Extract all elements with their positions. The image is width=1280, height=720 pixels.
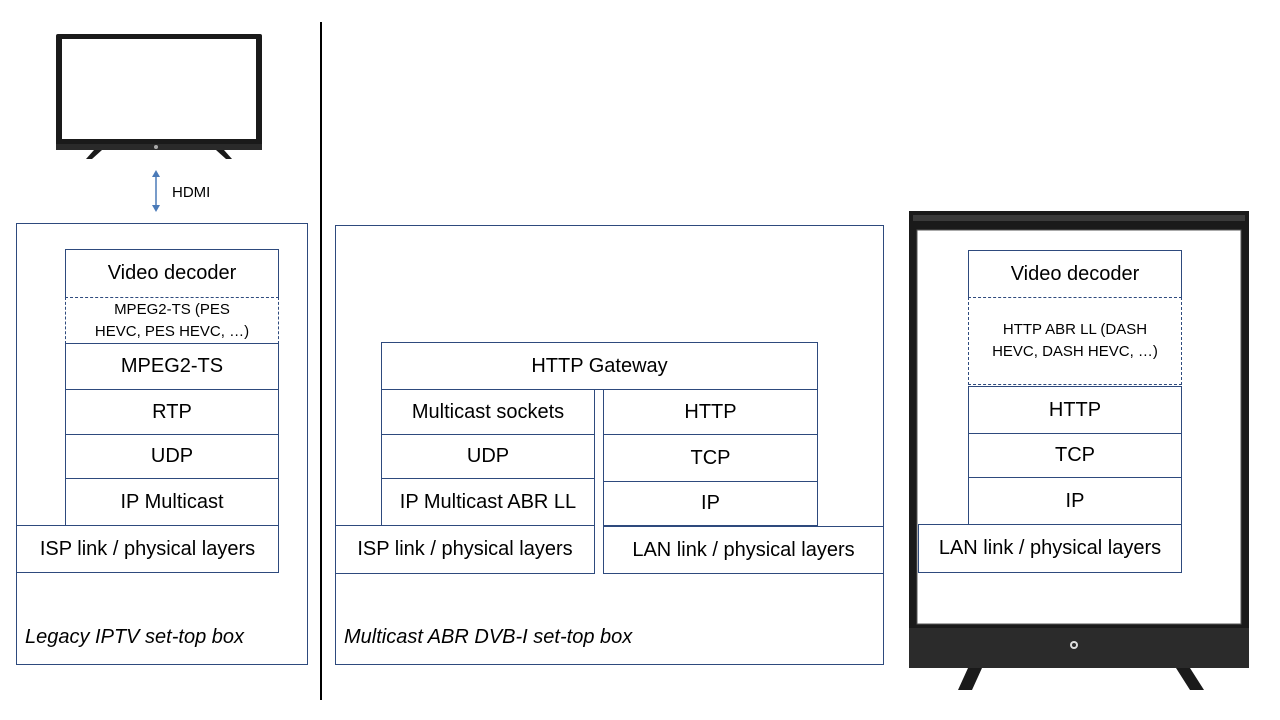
legacy-ip-multicast: IP Multicast xyxy=(65,478,279,526)
tv-ip: IP xyxy=(968,477,1182,525)
hdmi-arrow-icon xyxy=(152,170,160,212)
gateway-caption: Multicast ABR DVB-I set-top box xyxy=(344,626,633,648)
tv-lan-link: LAN link / physical layers xyxy=(918,524,1182,573)
hdmi-label: HDMI xyxy=(172,184,211,201)
legacy-udp: UDP xyxy=(65,434,279,479)
tv-icon xyxy=(56,34,262,159)
gateway-multicast-sockets: Multicast sockets xyxy=(381,389,595,435)
gateway-udp: UDP xyxy=(381,434,595,479)
tv-http-abr-ll: HTTP ABR LL (DASH HEVC, DASH HEVC, …) xyxy=(968,297,1182,385)
legacy-stb-frame xyxy=(16,223,308,665)
gateway-ip: IP xyxy=(603,481,818,526)
legacy-mpeg2ts: MPEG2-TS xyxy=(65,343,279,390)
gateway-http: HTTP xyxy=(603,389,818,435)
tv-http: HTTP xyxy=(968,386,1182,434)
legacy-caption: Legacy IPTV set-top box xyxy=(25,626,245,648)
legacy-mpeg2ts-pes: MPEG2-TS (PES HEVC, PES HEVC, …) xyxy=(65,297,279,344)
divider-line xyxy=(320,22,322,700)
gateway-isp-link: ISP link / physical layers xyxy=(335,525,595,574)
gateway-ip-multicast-abr-ll: IP Multicast ABR LL xyxy=(381,478,595,526)
legacy-isp-link: ISP link / physical layers xyxy=(16,525,279,573)
gateway-tcp: TCP xyxy=(603,434,818,482)
tv-tcp: TCP xyxy=(968,433,1182,478)
gateway-lan-link: LAN link / physical layers xyxy=(603,526,884,574)
legacy-rtp: RTP xyxy=(65,389,279,435)
gateway-stb-frame xyxy=(335,225,884,665)
gateway-http-gateway: HTTP Gateway xyxy=(381,342,818,390)
tv-video-decoder: Video decoder xyxy=(968,250,1182,298)
legacy-video-decoder: Video decoder xyxy=(65,249,279,298)
